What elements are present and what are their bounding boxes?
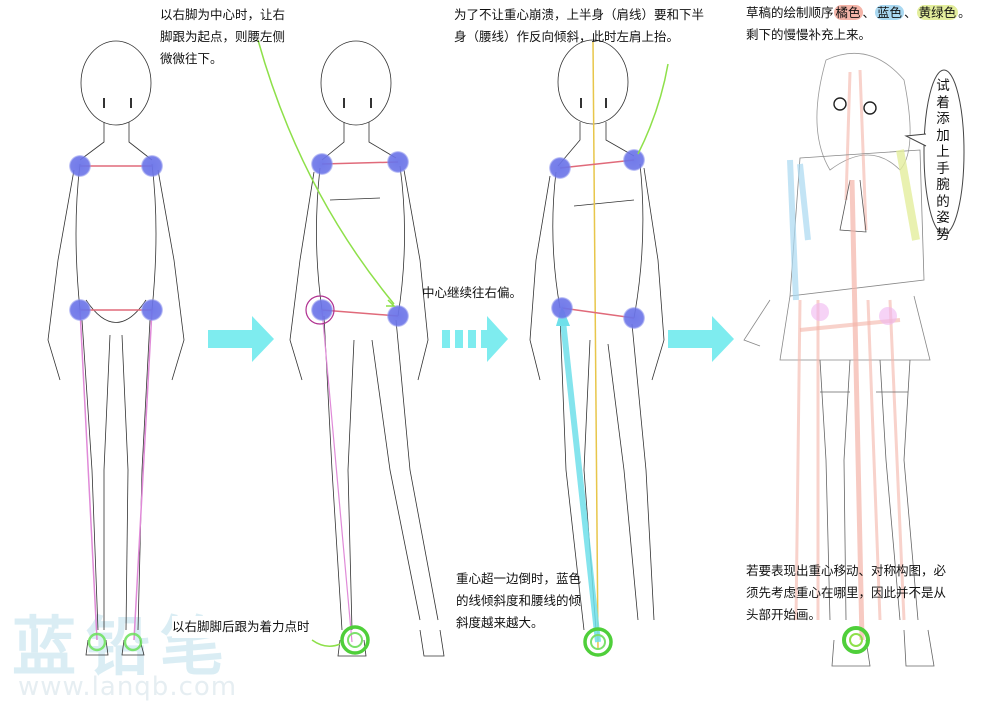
highlight-blue: 蓝色 [875, 5, 905, 20]
guide-arrow-green-1 [257, 39, 395, 305]
figure-2 [289, 40, 445, 657]
bubble-text: 试着添加上手腕的姿势 [936, 78, 950, 243]
joint-shoulder-left [69, 155, 91, 177]
arrow-right-dashed [442, 316, 508, 362]
note-heel: 以右脚脚后跟为着力点时 [172, 616, 310, 638]
joint-hip-left [69, 299, 91, 321]
note-center-shift: 中心继续往右偏。 [422, 285, 523, 300]
highlight-orange: 橘色 [833, 5, 863, 20]
joint-shoulder-right [141, 155, 163, 177]
center-line [592, 41, 599, 651]
arrow-right-3 [668, 316, 734, 362]
note-step4: 草稿的绘制顺序橘色、蓝色、黄绿色。 剩下的慢慢补充上来。 [746, 5, 971, 42]
highlight-yellowgreen: 黄绿色 [916, 5, 959, 20]
note-step3: 为了不让重心崩溃，上半身（肩线）要和下半 身（腰线）作反向倾斜，此时左肩上抬。 [454, 7, 705, 44]
joint-hip-right [141, 299, 163, 321]
note-tilt: 重心超一边倒时，蓝色 的线倾斜度和腰线的倾 斜度越来越大。 [456, 571, 582, 630]
note-balance: 若要表现出重心移动、对称构图，必 须先考虑重心在哪里，因此并不是从 头部开始画。 [746, 563, 947, 622]
watermark-url: www.lanqb.com [18, 672, 238, 702]
figure-1 [47, 40, 185, 656]
arrow-right-1 [208, 316, 274, 362]
figure-4-sketch [743, 53, 935, 667]
balance-line-blue [559, 311, 601, 643]
note-step1: 以右脚为中心时，让右 脚跟为起点，则腰左侧 微微往下。 [160, 7, 286, 66]
speech-bubble [904, 69, 965, 235]
